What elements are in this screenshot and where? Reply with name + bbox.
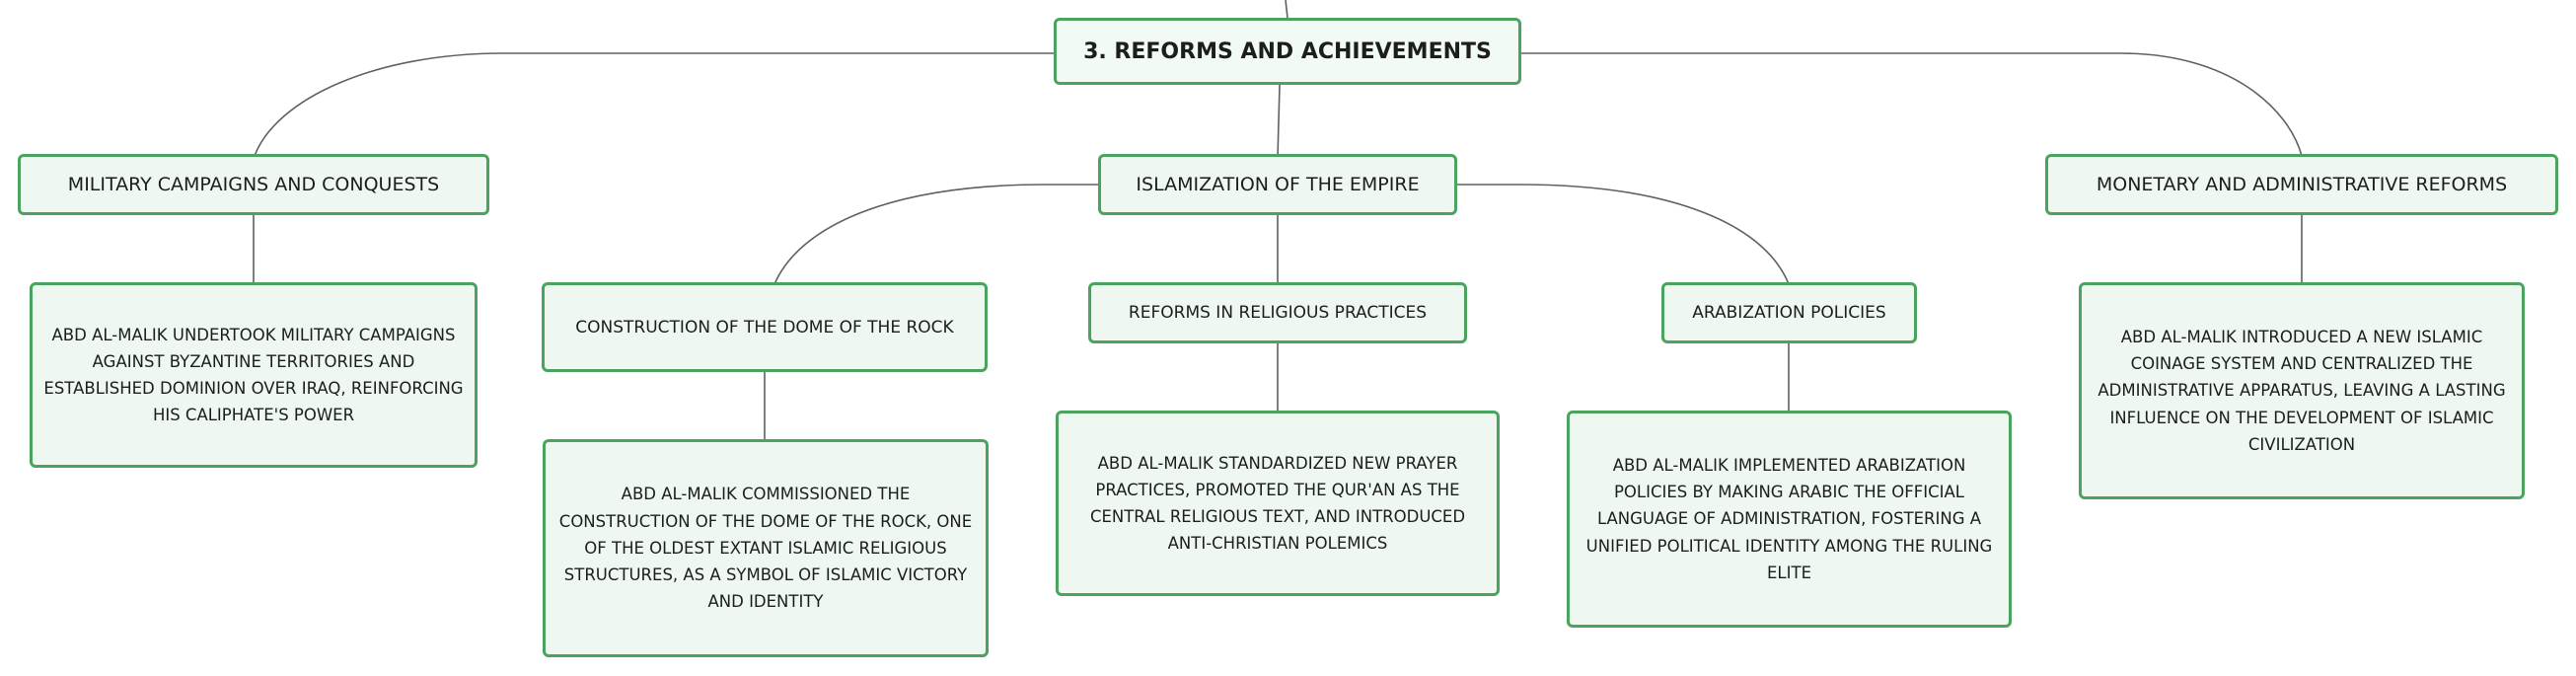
connector-parent-to-root — [1285, 0, 1288, 19]
dome-of-rock-detail-node[interactable]: ABD AL-MALIK COMMISSIONED THE CONSTRUCTI… — [543, 439, 989, 657]
connector-islamization-to-arabization — [1455, 184, 1790, 285]
dome-of-rock-title: CONSTRUCTION OF THE DOME OF THE ROCK — [575, 317, 954, 338]
dome-of-rock-detail-text: ABD AL-MALIK COMMISSIONED THE CONSTRUCTI… — [558, 485, 973, 612]
connector-root-to-monetary — [1521, 52, 2303, 157]
root-title: 3. REFORMS AND ACHIEVEMENTS — [1083, 38, 1492, 64]
arabization-detail-node[interactable]: ABD AL-MALIK IMPLEMENTED ARABIZATION POL… — [1567, 411, 2012, 628]
monetary-reforms-node[interactable]: MONETARY AND ADMINISTRATIVE REFORMS — [2045, 154, 2558, 215]
arabization-node[interactable]: ARABIZATION POLICIES — [1661, 282, 1917, 343]
connector-root-to-islamization — [1277, 84, 1281, 159]
religious-practices-detail-node[interactable]: ABD AL-MALIK STANDARDIZED NEW PRAYER PRA… — [1056, 411, 1500, 596]
monetary-detail-node[interactable]: ABD AL-MALIK INTRODUCED A NEW ISLAMIC CO… — [2079, 282, 2525, 499]
monetary-reforms-title: MONETARY AND ADMINISTRATIVE REFORMS — [2096, 174, 2508, 195]
military-detail-node[interactable]: ABD AL-MALIK UNDERTOOK MILITARY CAMPAIGN… — [30, 282, 478, 468]
arabization-detail-text: ABD AL-MALIK IMPLEMENTED ARABIZATION POL… — [1585, 455, 1993, 582]
arabization-title: ARABIZATION POLICIES — [1692, 303, 1886, 323]
religious-practices-title: REFORMS IN RELIGIOUS PRACTICES — [1128, 303, 1428, 323]
islamization-node[interactable]: ISLAMIZATION OF THE EMPIRE — [1098, 154, 1457, 215]
military-detail-text: ABD AL-MALIK UNDERTOOK MILITARY CAMPAIGN… — [43, 325, 464, 425]
root-node[interactable]: 3. REFORMS AND ACHIEVEMENTS — [1054, 18, 1521, 85]
connector-islamization-to-dome — [773, 184, 1100, 285]
connector-root-to-military — [254, 52, 1054, 157]
islamization-title: ISLAMIZATION OF THE EMPIRE — [1136, 174, 1420, 195]
military-campaigns-node[interactable]: MILITARY CAMPAIGNS AND CONQUESTS — [18, 154, 489, 215]
religious-practices-node[interactable]: REFORMS IN RELIGIOUS PRACTICES — [1088, 282, 1467, 343]
monetary-detail-text: ABD AL-MALIK INTRODUCED A NEW ISLAMIC CO… — [2098, 327, 2506, 454]
military-campaigns-title: MILITARY CAMPAIGNS AND CONQUESTS — [67, 174, 440, 195]
religious-practices-detail-text: ABD AL-MALIK STANDARDIZED NEW PRAYER PRA… — [1089, 453, 1466, 554]
dome-of-rock-node[interactable]: CONSTRUCTION OF THE DOME OF THE ROCK — [542, 282, 988, 372]
